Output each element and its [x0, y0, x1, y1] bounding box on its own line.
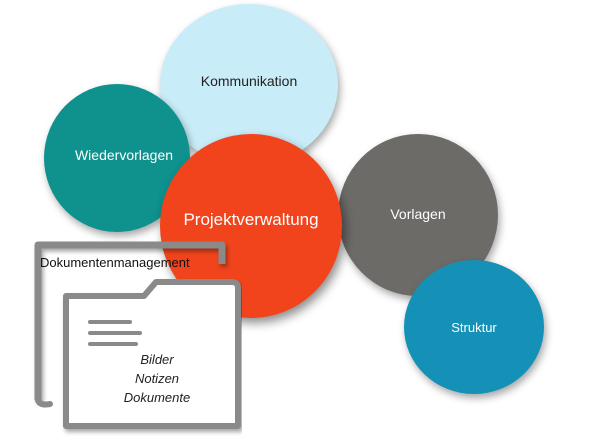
- bubble-kommunikation-label: Kommunikation: [200, 73, 298, 89]
- document-lines-icon: [88, 320, 142, 346]
- bubble-struktur: Struktur: [404, 260, 544, 394]
- folder-icon: [34, 241, 241, 429]
- document-management-panel: Dokumentenmanagement Bilder Notizen Doku…: [32, 240, 242, 436]
- document-item: Notizen: [134, 371, 180, 386]
- document-item: Dokumente: [123, 390, 191, 405]
- bubble-struktur-label: Struktur: [451, 319, 497, 335]
- bubble-wiedervorlagen: Wiedervorlagen: [44, 84, 190, 232]
- bubble-projektverwaltung-label: Projektverwaltung: [183, 210, 319, 229]
- bubble-vorlagen-label: Vorlagen: [390, 206, 446, 222]
- document-items-list: Bilder Notizen Dokumente: [92, 350, 222, 407]
- document-management-title: Dokumentenmanagement: [40, 255, 190, 270]
- document-item: Bilder: [140, 352, 174, 367]
- bubble-wiedervorlagen-label: Wiedervorlagen: [74, 147, 174, 163]
